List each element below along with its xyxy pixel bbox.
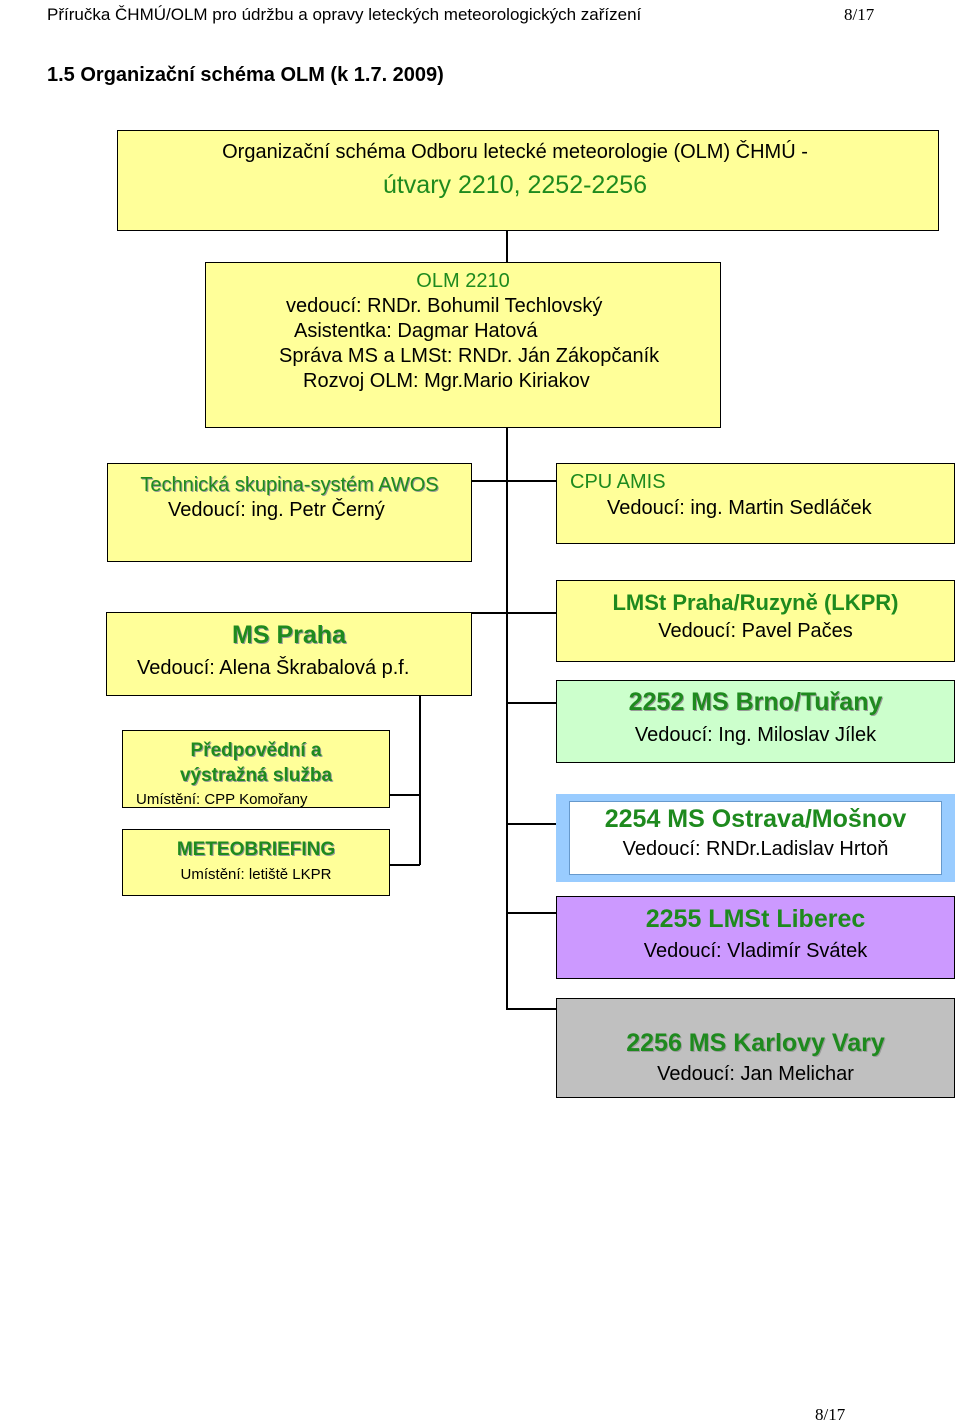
- connector-to-tech-group: [472, 480, 507, 482]
- ostrava-head: Vedoucí: RNDr.Ladislav Hrtoň: [622, 838, 889, 860]
- forecast-location: Umístění: CPP Komořany: [136, 791, 308, 808]
- ms-praha-head: Vedoucí: Alena Škrabalová p.f.: [137, 657, 410, 679]
- ms-praha-title: MS Praha: [232, 621, 346, 649]
- footer-page-number: 8/17: [815, 1405, 846, 1424]
- connector-to-kvary: [507, 1008, 556, 1010]
- cpu-amis-head: Vedoucí: ing. Martin Sedláček: [607, 497, 872, 519]
- brno-head: Vedoucí: Ing. Miloslav Jílek: [634, 724, 877, 746]
- connector-to-lmst-praha: [507, 612, 556, 614]
- header-page-number: 8/17: [844, 5, 875, 24]
- olm-code: OLM 2210: [416, 270, 510, 292]
- cpu-amis-title: CPU AMIS: [570, 471, 666, 493]
- brno-box: 2252 MS Brno/Tuřany Vedoucí: Ing. Milosl…: [556, 680, 955, 763]
- olm-head: vedoucí: RNDr. Bohumil Techlovský: [286, 295, 603, 317]
- kvary-head: Vedoucí: Jan Melichar: [657, 1063, 854, 1085]
- olm-assistant: Asistentka: Dagmar Hatová: [294, 320, 538, 342]
- connector-praha-vertical: [419, 696, 421, 865]
- kvary-title: 2256 MS Karlovy Vary: [626, 1029, 885, 1057]
- document-header-title: Příručka ČHMÚ/OLM pro údržbu a opravy le…: [47, 5, 642, 24]
- section-title: 1.5 Organizační schéma OLM (k 1.7. 2009): [47, 64, 444, 86]
- lmst-praha-box: LMSt Praha/Ruzyně (LKPR) Vedoucí: Pavel …: [556, 580, 955, 662]
- connector-main-trunk: [506, 428, 508, 1010]
- org-chart-units: útvary 2210, 2252-2256: [382, 171, 648, 199]
- forecast-title-line1: Předpovědní a: [190, 740, 322, 761]
- tech-group-head: Vedoucí: ing. Petr Černý: [168, 499, 385, 521]
- liberec-title: 2255 LMSt Liberec: [645, 905, 866, 933]
- forecast-service-box: Předpovědní a výstražná služba Umístění:…: [122, 730, 390, 808]
- lmst-praha-head: Vedoucí: Pavel Pačes: [658, 620, 853, 642]
- liberec-box: 2255 LMSt Liberec Vedoucí: Vladimír Svát…: [556, 896, 955, 979]
- meteobriefing-title: METEOBRIEFING: [176, 839, 336, 860]
- tech-group-title: Technická skupina-systém AWOS: [140, 474, 439, 496]
- olm-development: Rozvoj OLM: Mgr.Mario Kiriakov: [303, 370, 590, 392]
- tech-group-box: Technická skupina-systém AWOS Vedoucí: i…: [107, 463, 472, 562]
- meteobriefing-box: METEOBRIEFING Umístění: letiště LKPR: [122, 829, 390, 896]
- connector-to-ms-praha: [472, 612, 507, 614]
- kvary-box: 2256 MS Karlovy Vary Vedoucí: Jan Melich…: [556, 998, 955, 1098]
- connector-praha-to-briefing: [390, 864, 420, 866]
- liberec-head: Vedoucí: Vladimír Svátek: [643, 940, 868, 962]
- ostrava-box: 2254 MS Ostrava/Mošnov Vedoucí: RNDr.Lad…: [556, 794, 955, 882]
- forecast-title-line2: výstražná služba: [179, 765, 333, 786]
- olm-2210-box: OLM 2210 vedoucí: RNDr. Bohumil Techlovs…: [205, 262, 721, 428]
- connector-top-to-olm: [506, 231, 508, 262]
- connector-to-cpu-amis: [507, 480, 556, 482]
- brno-title: 2252 MS Brno/Tuřany: [628, 688, 883, 716]
- lmst-praha-title: LMSt Praha/Ruzyně (LKPR): [612, 590, 899, 615]
- ostrava-inner: 2254 MS Ostrava/Mošnov Vedoucí: RNDr.Lad…: [569, 801, 942, 875]
- ms-praha-box: MS Praha Vedoucí: Alena Škrabalová p.f.: [106, 612, 472, 696]
- org-chart-title-box: Organizační schéma Odboru letecké meteor…: [117, 130, 939, 231]
- cpu-amis-box: CPU AMIS Vedoucí: ing. Martin Sedláček: [556, 463, 955, 544]
- connector-to-brno: [507, 702, 556, 704]
- meteobriefing-location: Umístění: letiště LKPR: [180, 866, 332, 883]
- olm-admin: Správa MS a LMSt: RNDr. Ján Zákopčaník: [279, 345, 660, 367]
- connector-to-liberec: [507, 912, 556, 914]
- org-chart-title: Organizační schéma Odboru letecké meteor…: [222, 141, 808, 163]
- connector-to-ostrava: [507, 823, 556, 825]
- connector-praha-to-forecast: [390, 794, 420, 796]
- ostrava-title: 2254 MS Ostrava/Mošnov: [604, 805, 907, 833]
